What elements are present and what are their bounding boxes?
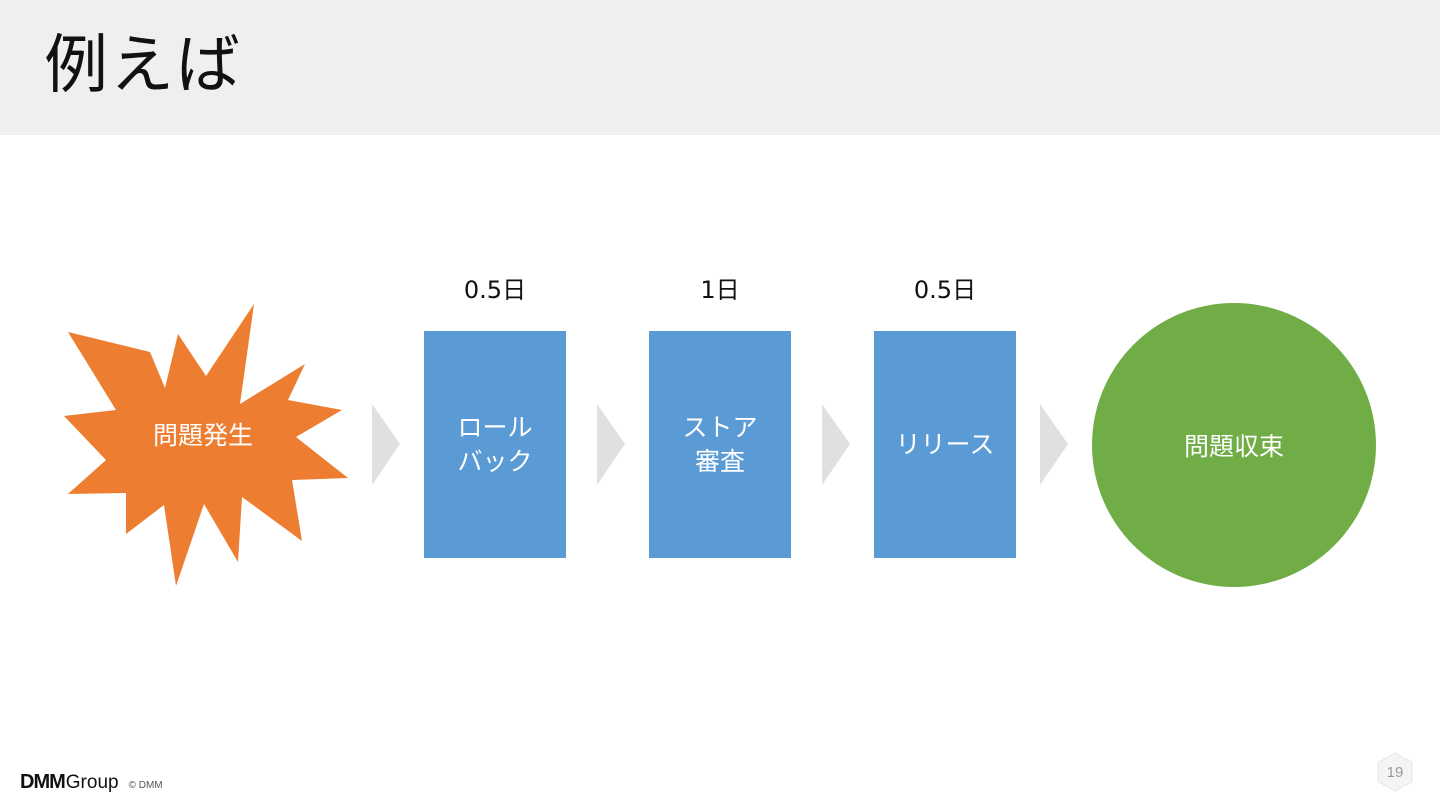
arrow-chevron-icon [597,404,625,485]
arrow-chevron-icon [822,404,850,485]
hexagon-icon [1377,752,1413,792]
step-duration: 0.5日 [913,276,977,304]
company-logo: DMM Group © DMM [20,771,163,794]
step-store-review: ストア 審査 [649,331,791,558]
arrow-chevron-icon [372,404,400,485]
slide-header: 例えば [0,0,1440,135]
start-event-label: 問題発生 [152,421,253,450]
end-event-label: 問題収束 [1183,432,1284,461]
arrow-chevron-icon [1040,404,1068,485]
step-duration: 1日 [700,276,740,304]
step-rollback: ロール バック [424,331,566,558]
slide-title: 例えば [44,29,242,103]
start-starburst-shape [64,304,348,586]
step-release: リリース [874,331,1016,558]
copyright-text: © DMM [128,780,163,791]
page-number-badge: 19 [1376,752,1414,792]
logo-brand: DMM [20,771,66,793]
step-duration: 0.5日 [463,276,527,304]
logo-brand-suffix: Group [65,772,119,793]
end-event-circle: 問題収束 [1092,303,1376,587]
page-number: 19 [1386,763,1404,781]
